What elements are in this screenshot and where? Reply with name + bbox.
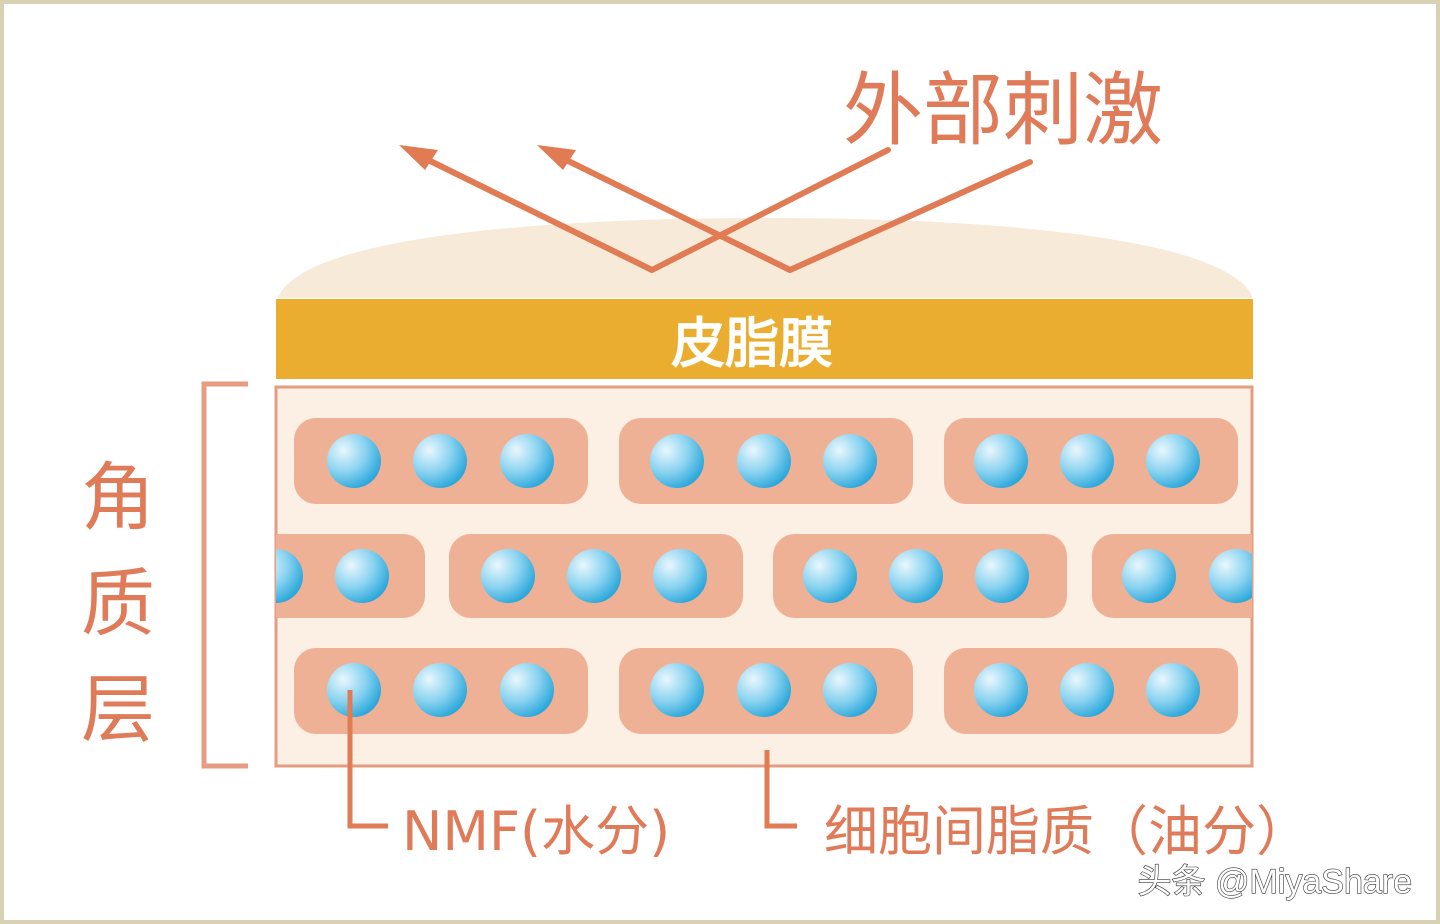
nmf-water-dot [1146,663,1200,717]
nmf-water-dot [327,434,381,488]
stratum-label-char-3: 层 [81,667,155,753]
arrowhead-left-icon [399,145,438,170]
nmf-water-dot [737,434,791,488]
nmf-water-dot [327,663,381,717]
nmf-water-dot [823,663,877,717]
nmf-water-dot [500,663,554,717]
nmf-water-dot [276,549,303,603]
stimulus-arrows [415,147,1033,273]
stratum-label-char-1: 角 [81,455,155,541]
nmf-water-dot [335,549,389,603]
nmf-water-dot [803,549,857,603]
sebum-film-label: 皮脂膜 [671,312,833,375]
nmf-water-label: NMF(水分) [402,800,670,863]
nmf-water-dot [974,434,1028,488]
sebum-film-band [276,299,1253,379]
nmf-water-dot [1209,549,1252,603]
arrowhead-right-icon [537,145,576,170]
nmf-water-dot [650,434,704,488]
nmf-leader-line [347,690,388,829]
watermark: 头条 @MiyaShare [1138,863,1412,901]
nmf-water-dot [1146,434,1200,488]
nmf-water-dot [737,663,791,717]
nmf-water-dot [823,434,877,488]
nmf-water-dot [653,549,707,603]
nmf-water-dot [1060,434,1114,488]
intercellular-lipid-label: 细胞间脂质（油分） [824,800,1310,863]
external-stimulus-label: 外部刺激 [843,64,1163,157]
nmf-water-dot [481,549,535,603]
nmf-water-dot [650,663,704,717]
nmf-water-dot [1122,549,1176,603]
arrow-line-right [553,152,1033,273]
nmf-water-dot [975,549,1029,603]
nmf-water-dot [974,663,1028,717]
nmf-water-dot [500,434,554,488]
nmf-water-dot [889,549,943,603]
nmf-water-dot [413,663,467,717]
cell-layers [276,418,1252,734]
nmf-water-dot [567,549,621,603]
stratum-bracket [201,381,248,769]
nmf-water-dot [413,434,467,488]
lipid-leader-line [764,750,797,829]
stratum-label-char-2: 质 [81,561,155,647]
arrow-line-left [415,147,891,273]
nmf-water-dot [1060,663,1114,717]
